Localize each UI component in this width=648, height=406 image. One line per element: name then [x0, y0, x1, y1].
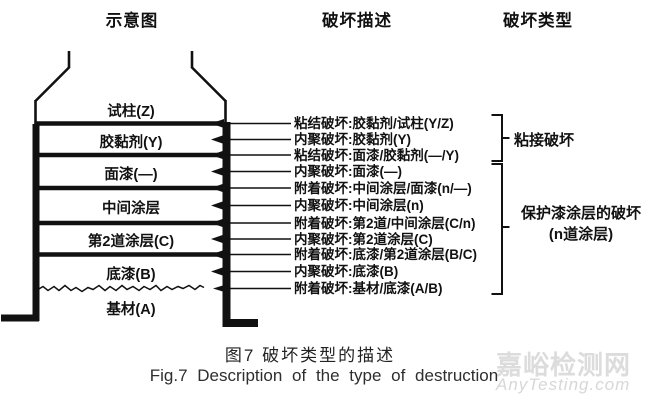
caption-zh: 图7 破坏类型的描述: [224, 346, 396, 365]
watermark-en: AnyTesting.com: [496, 375, 631, 394]
failure-type-coating: 保护漆涂层的破坏 (n道涂层): [496, 203, 648, 245]
failure-type-adhesion: 粘接破坏: [514, 132, 575, 149]
leader-lines: [223, 122, 291, 290]
dolly-outline: [34, 51, 227, 125]
caption-en: Fig.7 Description of the type of destruc…: [149, 366, 499, 385]
description-row-6: 内聚破坏:中间涂层(n): [294, 198, 424, 213]
arrowheads: [211, 119, 226, 293]
layer-label-substrate: 基材(A): [106, 302, 156, 318]
description-row-7: 附着破坏:第2道/中间涂层(C/n): [294, 215, 476, 231]
description-row-8: 内聚破坏:第2道涂层(C): [294, 231, 433, 247]
description-row-3: 粘结破坏:面漆/胶黏剂(—/Y): [294, 147, 459, 163]
header-schematic: 示意图: [105, 12, 159, 30]
description-row-1: 粘结破坏:胶黏剂/试柱(Y/Z): [294, 116, 454, 131]
layer-label-primer: 底漆(B): [106, 267, 156, 283]
description-row-11: 附着破坏:基材/底漆(A/B): [294, 281, 443, 296]
description-row-9: 附着破坏:底漆/第2道涂层(B/C): [294, 247, 477, 262]
description-row-2: 内聚破坏:胶黏剂(Y): [294, 132, 411, 147]
description-row-5: 附着破坏:中间涂层/面漆(n/—): [294, 180, 472, 196]
bracket-adhesion-failure: [491, 114, 510, 162]
header-description: 破坏描述: [322, 12, 392, 30]
layer-label-adhesive: 胶黏剂(Y): [99, 135, 163, 151]
layer-label-midcoat: 中间涂层: [102, 201, 160, 217]
substrate-wavy-line: [37, 284, 205, 293]
layer-label-topcoat: 面漆(—): [104, 167, 158, 183]
layer-label-second-coat: 第2道涂层(C): [87, 234, 175, 250]
header-failure-type: 破坏类型: [503, 12, 573, 30]
failure-type-coating-line1: 保护漆涂层的破坏: [520, 205, 641, 222]
watermark-zh: 嘉峪检测网: [496, 350, 632, 380]
failure-type-coating-line2: (n道涂层): [548, 226, 614, 243]
bracket-coating-failure: [491, 163, 510, 295]
layer-label-dolly: 试柱(Z): [107, 104, 155, 120]
description-row-10: 内聚破坏:底漆(B): [294, 264, 399, 279]
description-row-4: 内聚破坏:面漆(—): [294, 164, 402, 179]
layer-interface-bars: [36, 121, 222, 257]
